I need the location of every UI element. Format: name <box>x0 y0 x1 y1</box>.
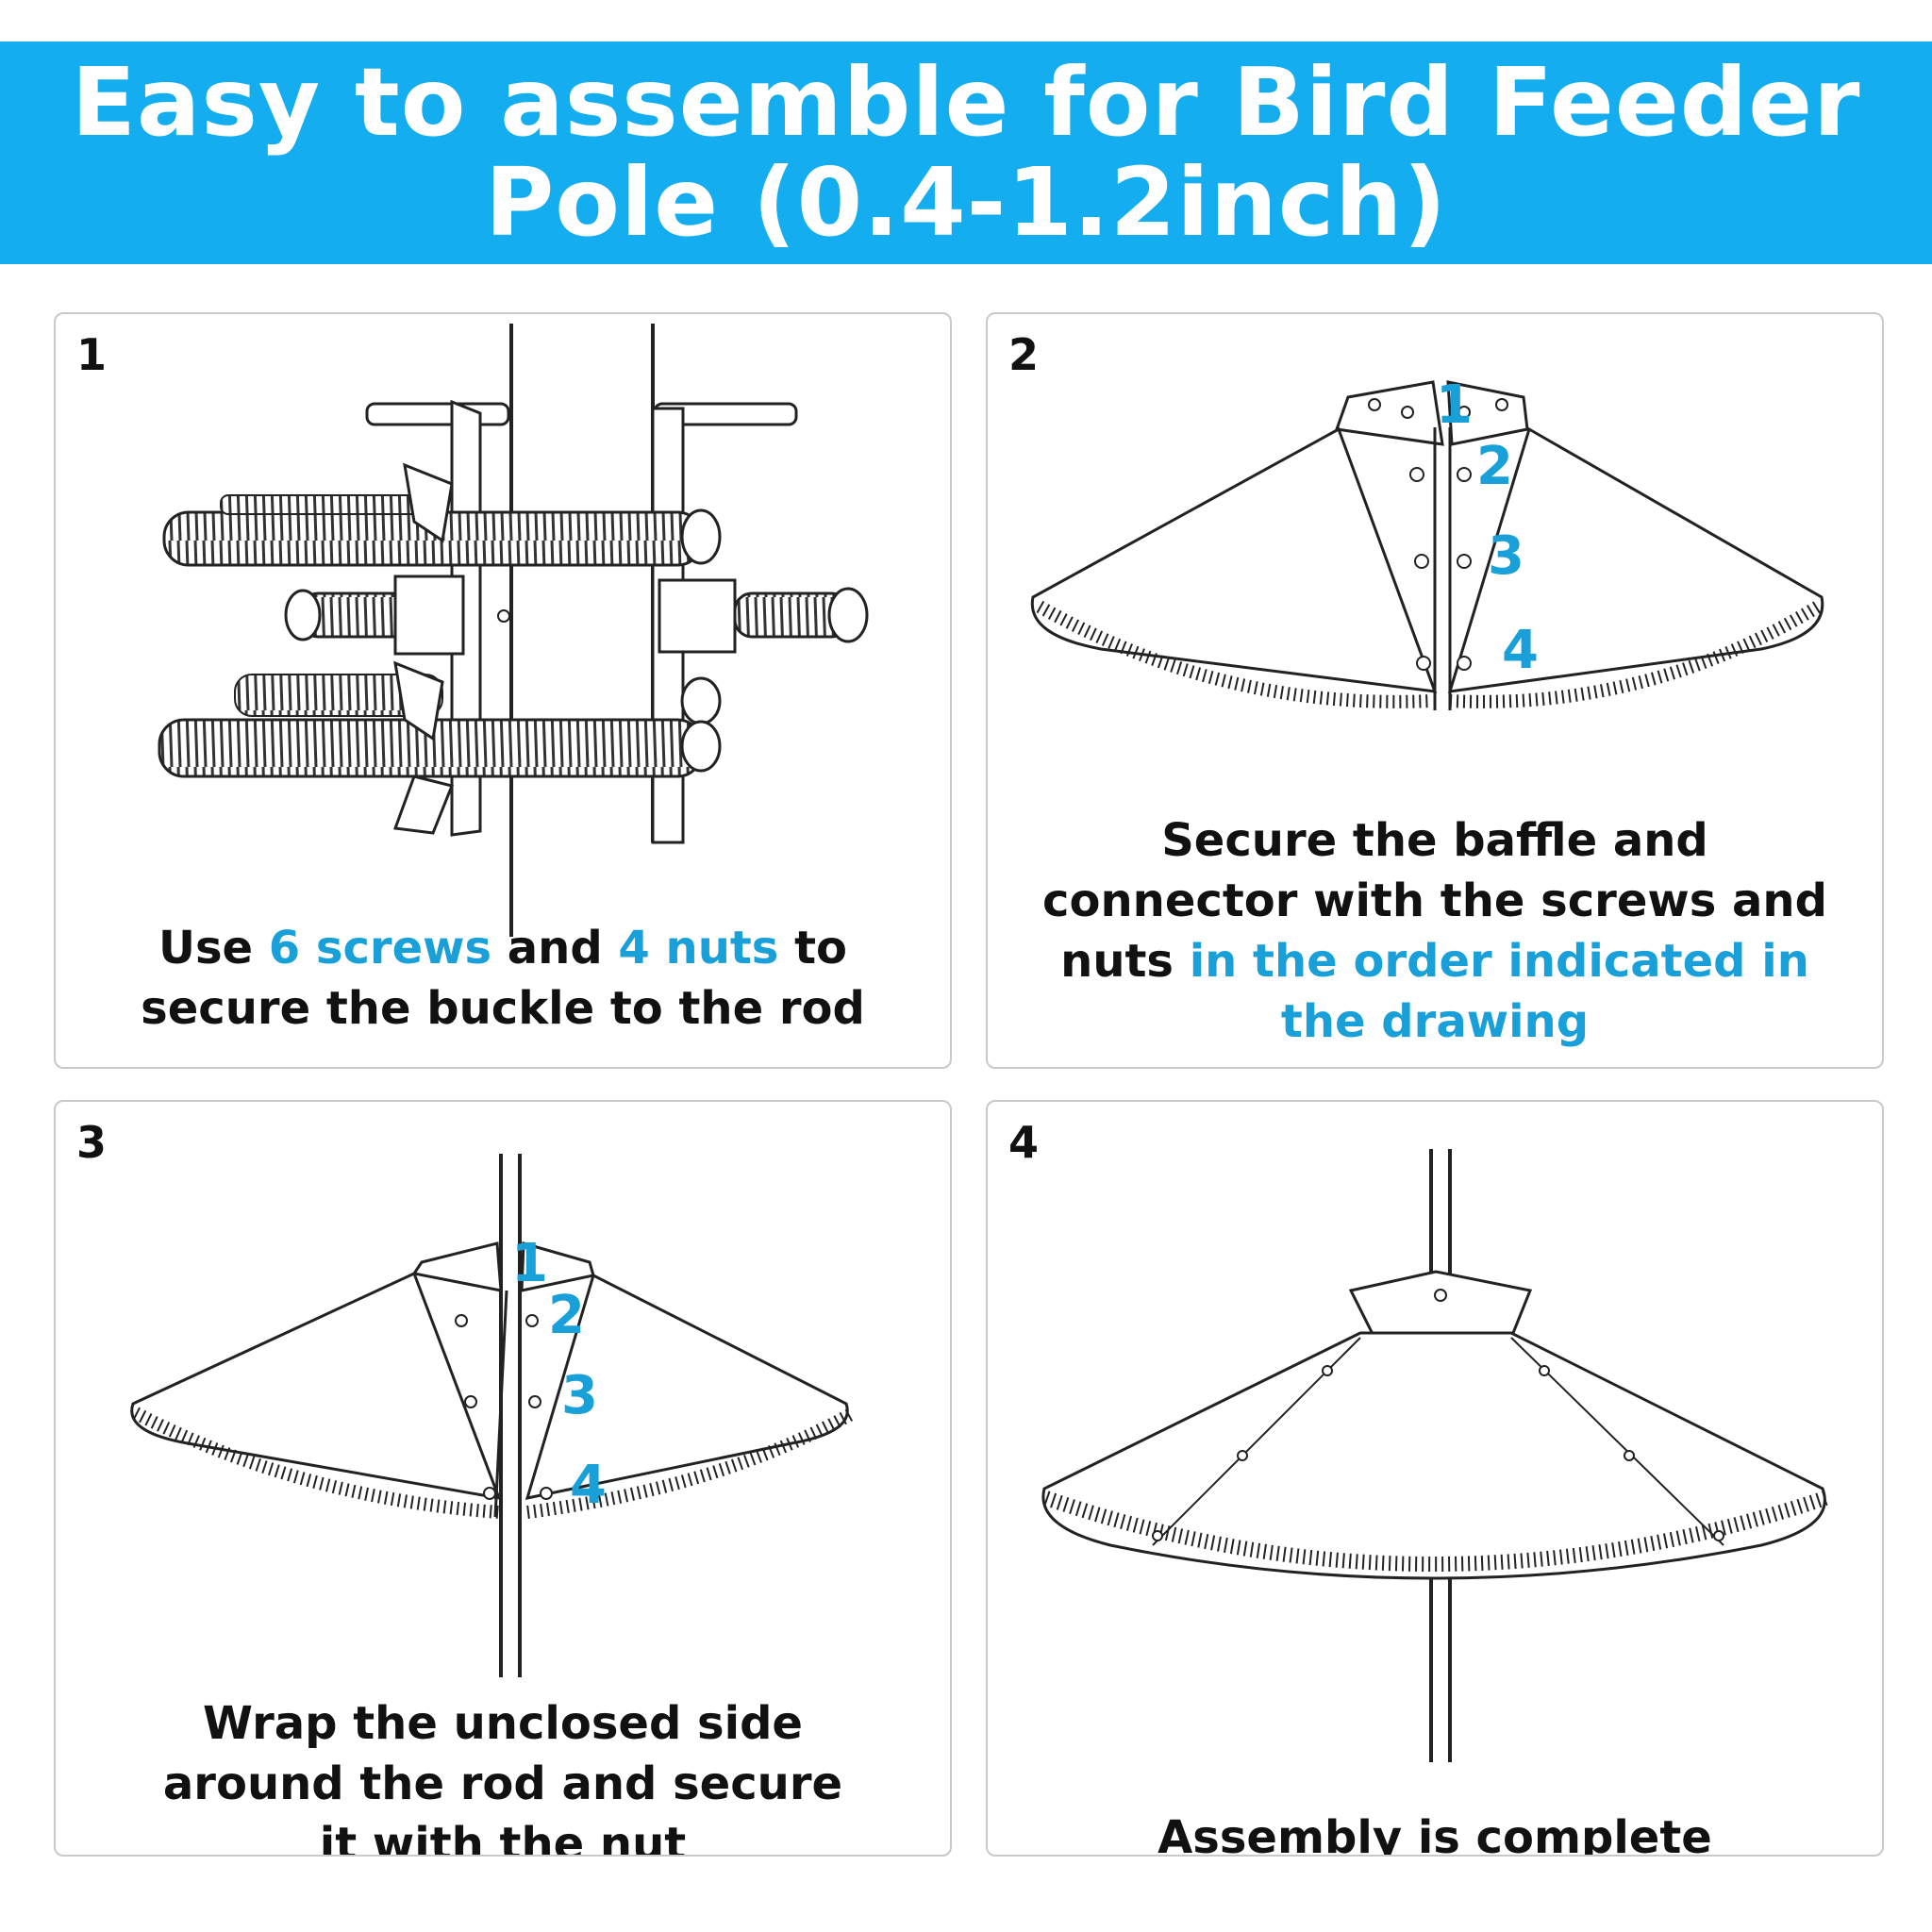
caption-line-2: secure the buckle to the rod <box>141 982 865 1035</box>
step-2-panel: 2 1 2 3 4 Secure the baffle and connecto… <box>986 312 1884 1069</box>
baffle-open-illustration: 1 2 3 4 <box>1030 375 1824 710</box>
order-label-3: 3 <box>561 1365 598 1426</box>
caption-highlight-nuts: 4 nuts <box>618 922 779 974</box>
title-line-1: Easy to assemble for Bird Feeder <box>71 47 1861 158</box>
caption-line-1: Secure the baffle and <box>1161 814 1708 867</box>
step-3-caption: Wrap the unclosed side around the rod an… <box>75 1693 931 1857</box>
caption-line-3: it with the nut <box>319 1818 687 1857</box>
step-2-caption: Secure the baffle and connector with the… <box>1007 810 1863 1052</box>
caption-text: Use <box>158 922 269 974</box>
step-1-number: 1 <box>76 329 108 380</box>
caption-highlight-screws: 6 screws <box>268 922 492 974</box>
caption-highlight-order: in the order indicated in <box>1189 935 1809 988</box>
step-4-caption: Assembly is complete <box>1007 1807 1863 1857</box>
order-label-2: 2 <box>1476 436 1513 497</box>
caption-highlight-drawing: the drawing <box>1280 995 1590 1048</box>
order-label-1: 1 <box>1436 375 1473 436</box>
caption-line-2: connector with the screws and <box>1042 874 1827 927</box>
step-4-panel: 4 Assembly is complete <box>986 1100 1884 1857</box>
title-banner: Easy to assemble for Bird Feeder Pole (0… <box>0 42 1932 264</box>
title-line-2: Pole (0.4-1.2inch) <box>484 147 1448 258</box>
order-label-3: 3 <box>1488 525 1524 587</box>
step-3-number: 3 <box>76 1117 108 1168</box>
baffle-complete-illustration <box>1041 1149 1828 1762</box>
step-4-number: 4 <box>1008 1117 1040 1168</box>
caption-line-1: Assembly is complete <box>1158 1811 1712 1857</box>
baffle-wrap-illustration: 1 2 3 4 <box>130 1154 857 1677</box>
caption-line-2: around the rod and secure <box>162 1757 843 1810</box>
step-1-caption: Use 6 screws and 4 nuts to secure the bu… <box>75 918 931 1039</box>
order-label-1: 1 <box>511 1233 548 1294</box>
caption-text: nuts <box>1060 935 1190 988</box>
order-label-4: 4 <box>570 1455 607 1516</box>
order-label-2: 2 <box>548 1285 585 1346</box>
step-1-panel: 1 <box>54 312 952 1069</box>
caption-text: to <box>778 922 848 974</box>
caption-line-1: Wrap the unclosed side <box>203 1697 803 1750</box>
step-3-panel: 3 1 2 3 4 Wrap the unclosed side around … <box>54 1100 952 1857</box>
order-label-4: 4 <box>1502 620 1539 681</box>
step-2-number: 2 <box>1008 329 1040 380</box>
caption-text: and <box>491 922 619 974</box>
buckle-screws-illustration <box>158 324 869 937</box>
